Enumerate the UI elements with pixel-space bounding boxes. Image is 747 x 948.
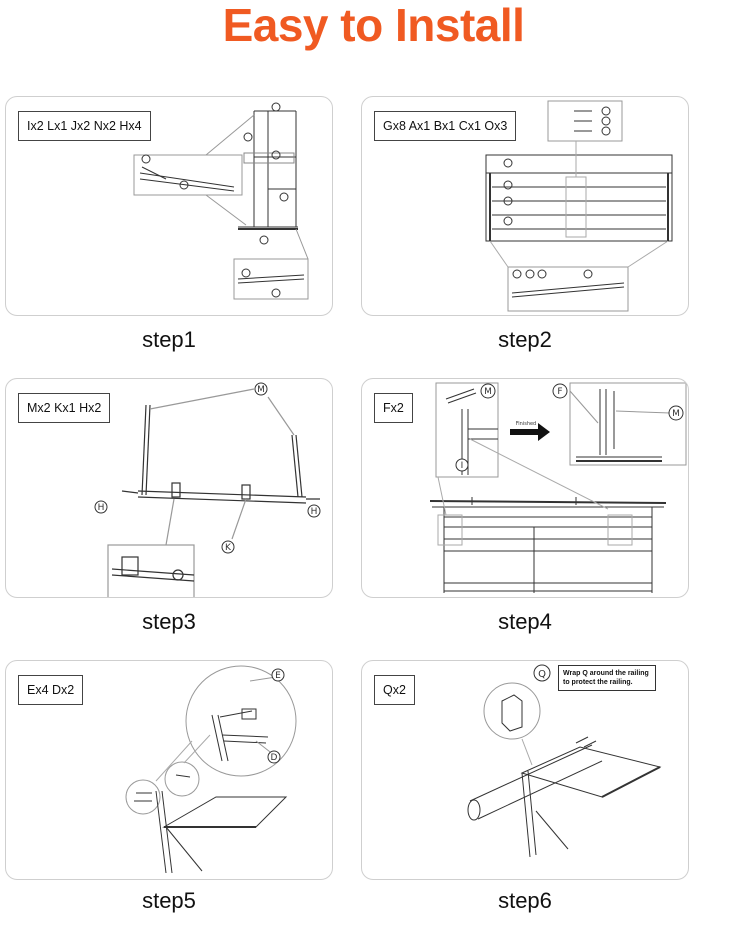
step1-illustration — [133, 102, 309, 300]
step5-panel: E D Ex4 Dx2 — [5, 660, 333, 880]
step2-parts-list: Gx8 Ax1 Bx1 Cx1 Ox3 — [374, 111, 517, 141]
step3-parts-list: Mx2 Kx1 Hx2 — [18, 393, 111, 423]
step4-panel: Finished M I F M Fx2 — [361, 378, 689, 598]
callout-M: M — [257, 385, 265, 395]
step5-label: step5 — [142, 888, 196, 913]
step5-illustration: E D — [125, 665, 297, 874]
finished-arrow-label: Finished — [516, 421, 536, 427]
callout-I: I — [461, 461, 464, 471]
callout-M-inset: M — [484, 387, 492, 397]
step6-parts-list: Qx2 — [374, 675, 415, 705]
step6-note: Wrap Q around the railing to protect the… — [558, 665, 656, 691]
callout-K: K — [225, 543, 232, 553]
step6-panel: Q Wrap Q around the railing to protect t… — [361, 660, 689, 880]
step6-illustration: Q — [467, 664, 662, 858]
step2-panel: Gx8 Ax1 Bx1 Cx1 Ox3 — [361, 96, 689, 316]
callout-E: E — [275, 671, 281, 681]
step1-parts-list: Ix2 Lx1 Jx2 Nx2 Hx4 — [18, 111, 151, 141]
page-title: Easy to Install — [222, 0, 525, 51]
callout-Q: Q — [538, 669, 546, 680]
step3-panel: M H H K Mx2 Kx1 Hx2 — [5, 378, 333, 598]
step2-label: step2 — [498, 327, 552, 352]
step4-label: step4 — [498, 609, 552, 634]
step3-label: step3 — [142, 609, 196, 634]
step4-parts-list: Fx2 — [374, 393, 413, 423]
callout-F: F — [557, 387, 562, 397]
step6-label: step6 — [498, 888, 552, 913]
step1-label: step1 — [142, 327, 196, 352]
step5-parts-list: Ex4 Dx2 — [18, 675, 84, 705]
callout-M-finished: M — [672, 409, 680, 419]
callout-H-right: H — [311, 507, 318, 517]
callout-H-left: H — [98, 503, 105, 513]
step2-illustration — [485, 100, 673, 312]
step1-panel: Ix2 Lx1 Jx2 Nx2 Hx4 — [5, 96, 333, 316]
callout-D: D — [271, 753, 278, 763]
step3-illustration: M H H K — [94, 382, 321, 597]
step4-illustration: Finished M I F M — [429, 382, 687, 593]
